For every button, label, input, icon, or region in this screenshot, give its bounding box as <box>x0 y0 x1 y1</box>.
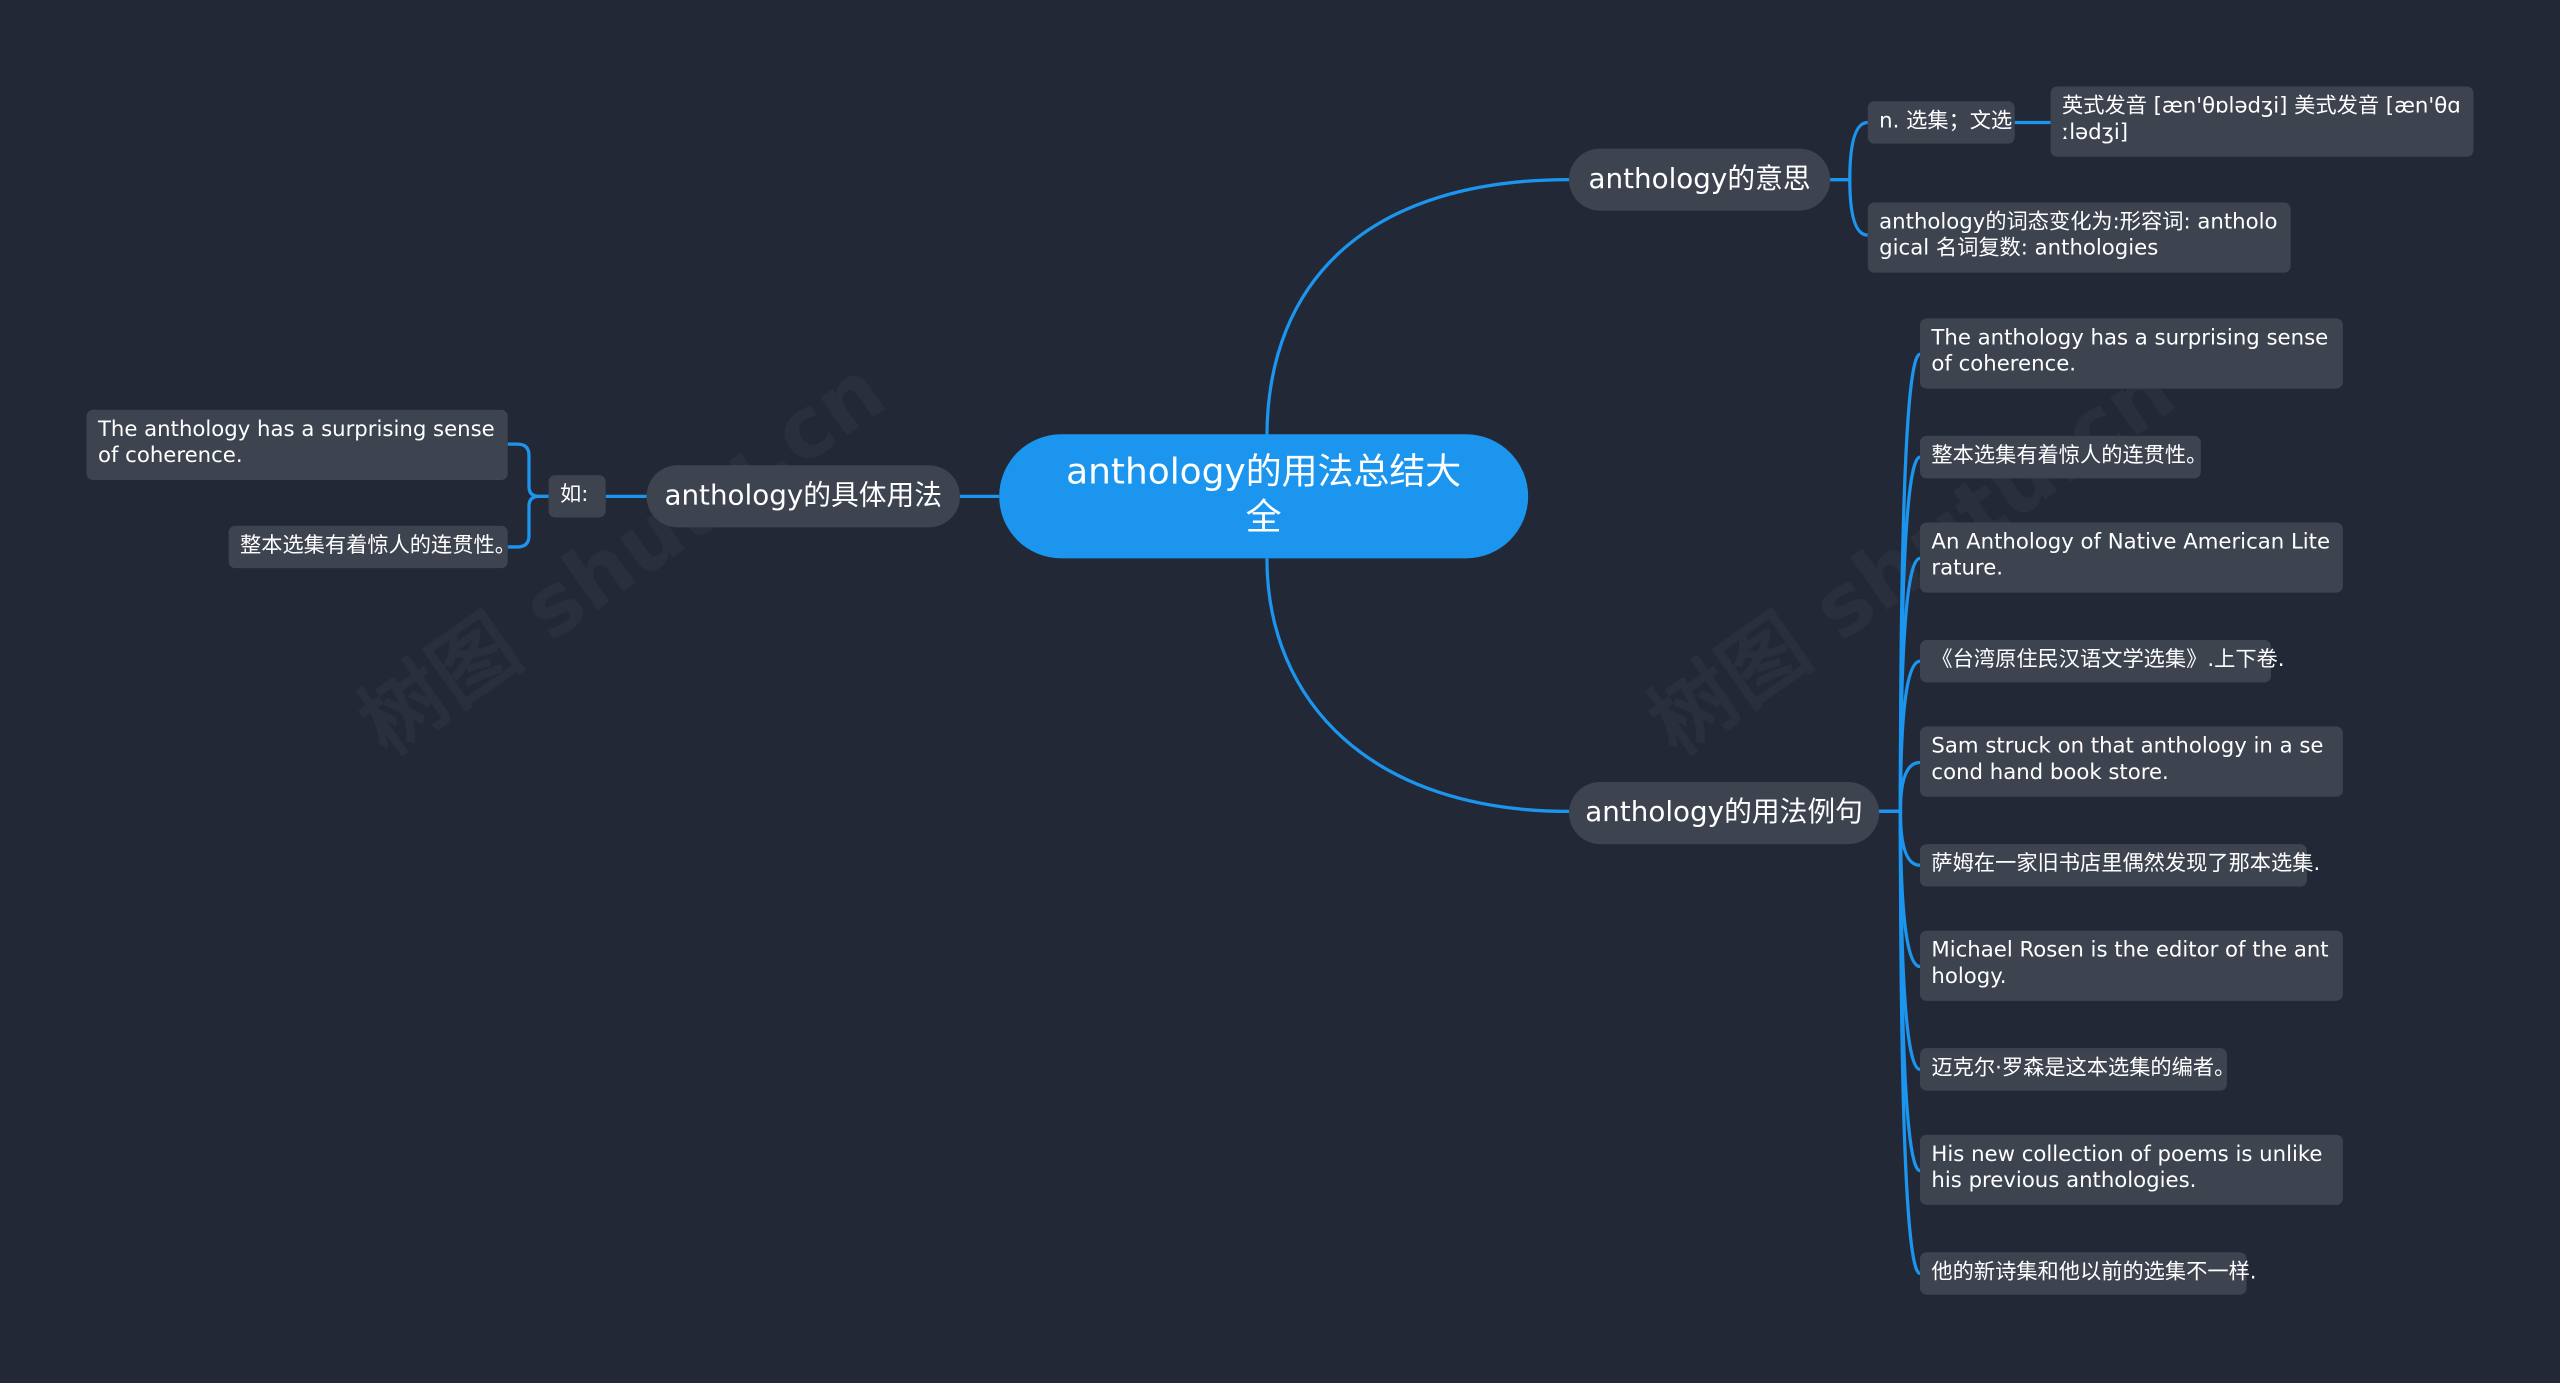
branch-meaning[interactable]: anthology的意思 <box>1568 148 1831 211</box>
branch-usage[interactable]: anthology的具体用法 <box>646 465 960 528</box>
example-item-9[interactable]: 他的新诗集和他以前的选集不一样. <box>1919 1252 2257 1295</box>
root-topic[interactable]: anthology的用法总结大全 <box>999 434 1529 559</box>
branch-examples[interactable]: anthology的用法例句 <box>1568 782 1880 845</box>
meaning-item-0[interactable]: n. 选集；文选 <box>1867 101 2015 144</box>
link-root-examples <box>1265 558 1569 814</box>
example-item-0[interactable]: The anthology has a surprising sense of … <box>1919 318 2343 389</box>
link-root-meaning <box>1265 177 1569 438</box>
link-meaning-item-0 <box>1830 120 1869 182</box>
meaning-item-0-child-0[interactable]: 英式发音 [æn'θɒlədʒi] 美式发音 [æn'θɑːlədʒi] <box>2050 86 2474 157</box>
meaning-item-1[interactable]: anthology的词态变化为:形容词: anthological 名词复数: … <box>1867 202 2291 273</box>
example-item-2[interactable]: An Anthology of Native American Literatu… <box>1919 522 2343 593</box>
usage-item-0[interactable]: The anthology has a surprising sense of … <box>86 409 508 480</box>
example-item-7[interactable]: 迈克尔·罗森是这本选集的编者。 <box>1919 1048 2235 1091</box>
example-item-6[interactable]: Michael Rosen is the editor of the antho… <box>1919 930 2343 1001</box>
example-item-3[interactable]: 《台湾原住民汉语文学选集》.上下卷. <box>1919 639 2285 683</box>
example-item-1[interactable]: 整本选集有着惊人的连贯性。 <box>1919 435 2207 479</box>
example-item-5[interactable]: 萨姆在一家旧书店里偶然发现了那本选集. <box>1919 844 2320 887</box>
link-meaning-item-1 <box>1830 177 1869 237</box>
example-item-4[interactable]: Sam struck on that anthology in a second… <box>1919 726 2343 797</box>
link-group-leaf-1 <box>507 494 549 549</box>
link-group-leaf-0 <box>507 442 549 498</box>
usage-item-1[interactable]: 整本选集有着惊人的连贯性。 <box>228 525 516 569</box>
link-ex-9 <box>1879 809 1921 1276</box>
example-item-8[interactable]: His new collection of poems is unlike hi… <box>1919 1134 2343 1205</box>
usage-group-label[interactable]: 如: <box>548 475 606 518</box>
